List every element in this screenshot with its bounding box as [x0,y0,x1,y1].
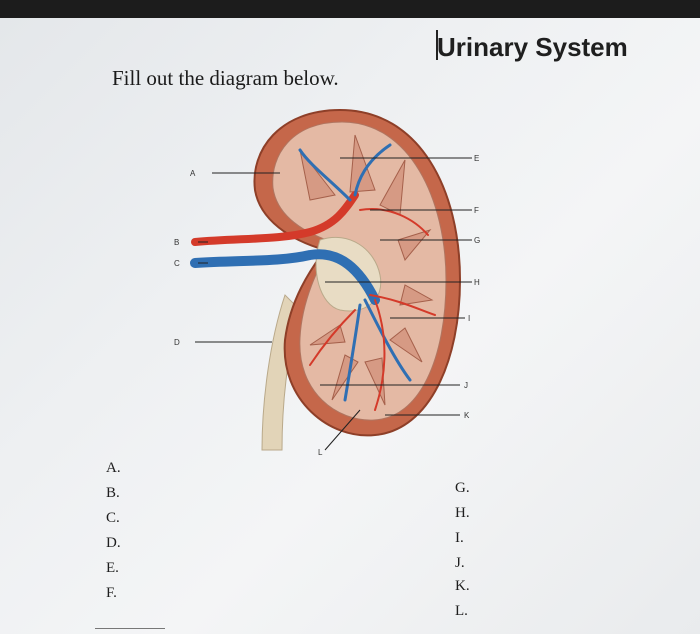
answer-e: E. [106,560,119,576]
diagram-label-h: H [474,278,480,287]
label-leader-lines [195,157,472,451]
top-dark-edge [0,0,700,20]
kidney-illustration: A B C D E F G H I J K L [174,108,480,457]
diagram-label-l: L [318,448,323,457]
diagram-label-e: E [474,154,479,163]
renal-artery [191,191,359,246]
kidney-diagram: A B C D E F G H I J K L [160,100,520,460]
diagram-label-c: C [174,259,180,268]
instruction-text: Fill out the diagram below. [112,66,339,90]
answer-i: I. [455,530,464,546]
diagram-label-b: B [174,238,179,247]
vessel-branches [298,143,436,411]
diagram-label-f: F [474,206,479,215]
diagram-label-d: D [174,338,180,347]
page-title: Urinary System [437,32,628,62]
answer-l: L. [455,603,468,619]
diagram-label-a: A [190,169,196,178]
answer-k: K. [455,578,470,594]
answer-d: D. [106,535,121,551]
answer-a: A. [106,460,121,476]
diagram-label-k: K [464,411,470,420]
answer-h: H. [455,505,470,521]
answer-f: F. [106,585,117,601]
text-cursor [436,30,438,60]
answer-g: G. [455,480,470,496]
diagram-label-j: J [464,381,468,390]
diagram-label-g: G [474,236,480,245]
answer-b: B. [106,485,120,501]
diagram-label-i: I [468,314,470,323]
answer-c: C. [106,510,120,526]
answer-underline [95,628,165,629]
renal-vein [190,249,380,305]
answer-j: J. [455,555,465,571]
